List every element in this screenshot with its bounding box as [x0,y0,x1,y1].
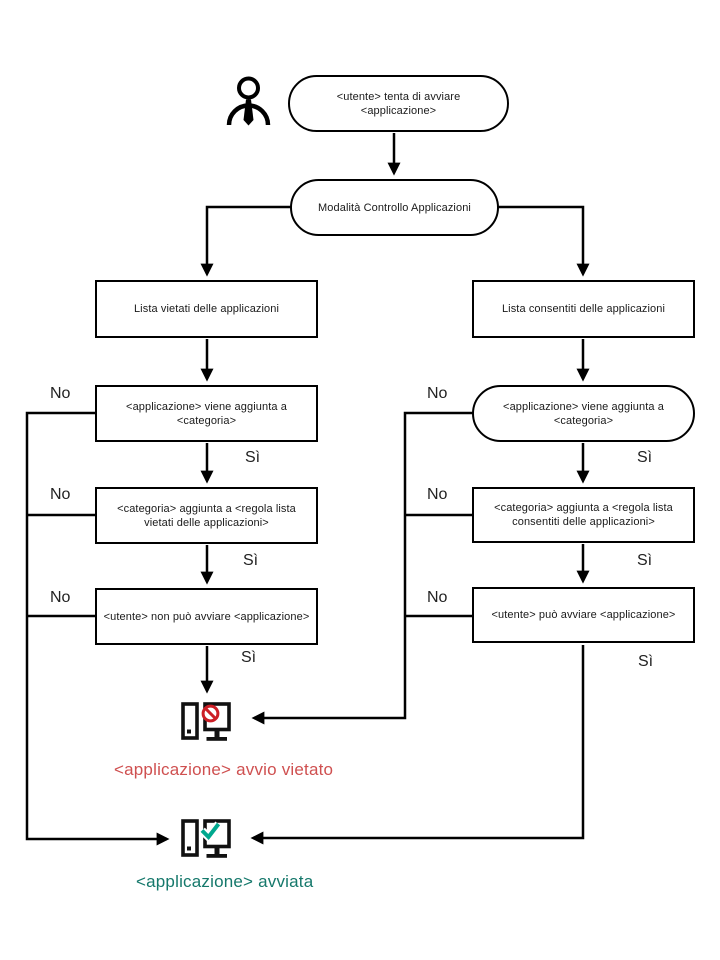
prohibition-icon [201,704,220,723]
computer-blocked-icon [181,702,231,741]
label-yes: Sì [243,552,259,569]
checkmark-icon [199,821,222,844]
node-start: <utente> tenta di avviare <applicazione> [288,75,509,132]
node-start-label: <utente> tenta di avviare <applicazione> [336,90,461,117]
node-deny-user-label: <utente> non può avviare <applicazione> [103,610,310,623]
node-allowlist: Lista consentiti delle applicazioni [472,280,695,338]
node-allow-user-label: <utente> può avviare <applicazione> [491,609,676,621]
node-allow-category-rule: <categoria> aggiunta a <regola lista con… [472,487,695,543]
node-allow-user: <utente> può avviare <applicazione> [472,587,695,643]
result-denied-text: <applicazione> avvio vietato [114,760,334,779]
node-allow-category-rule-label: <categoria> aggiunta a <regola lista con… [494,502,673,528]
label-no: No [427,589,448,606]
label-yes: Sì [241,649,257,666]
label-no: No [427,486,448,503]
label-no: No [50,385,71,402]
label-no: No [50,486,71,503]
label-yes: Sì [245,449,261,466]
label-yes: Sì [637,449,653,466]
node-deny-category-rule-label: <categoria> aggiunta a <regola lista vie… [117,502,296,529]
node-allowlist-label: Lista consentiti delle applicazioni [501,303,666,315]
node-denylist: Lista vietati delle applicazioni [95,280,318,338]
node-deny-app-added: <applicazione> viene aggiunta a <categor… [95,385,318,442]
label-no: No [427,385,448,402]
node-deny-user: <utente> non può avviare <applicazione> [95,588,318,645]
user-icon [226,76,271,126]
label-yes: Sì [638,653,654,670]
label-no: No [50,589,71,606]
node-deny-category-rule: <categoria> aggiunta a <regola lista vie… [95,487,318,544]
node-allow-app-added-label: <applicazione> viene aggiunta a <categor… [503,400,664,427]
computer-allowed-icon [181,819,231,858]
node-denylist-label: Lista vietati delle applicazioni [133,303,280,315]
node-application-control-mode: Modalità Controllo Applicazioni [290,179,499,236]
label-yes: Sì [637,552,653,569]
node-mode-label: Modalità Controllo Applicazioni [318,201,471,214]
node-deny-app-added-label: <applicazione> viene aggiunta a <categor… [126,400,287,427]
result-allowed-text: <applicazione> avviata [136,872,314,891]
node-allow-app-added: <applicazione> viene aggiunta a <categor… [472,385,695,442]
